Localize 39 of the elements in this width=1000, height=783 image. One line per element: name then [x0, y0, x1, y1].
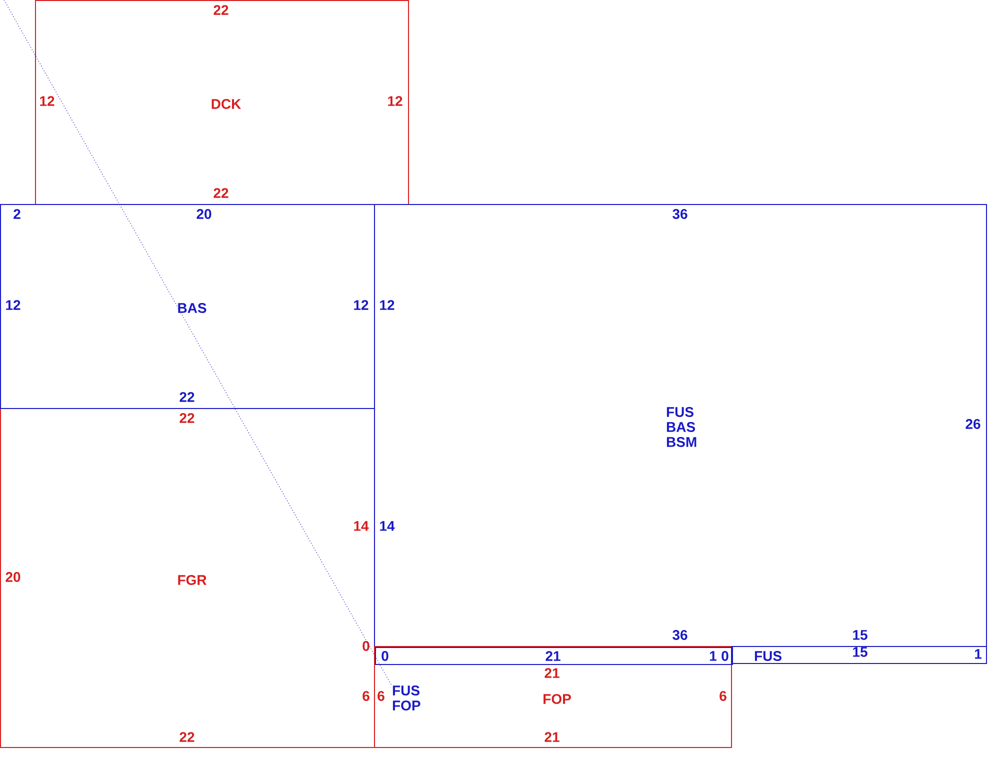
dimension-label: 12: [6, 300, 20, 310]
dimension-label: 2: [14, 209, 20, 219]
dimension-label: 1: [975, 649, 982, 659]
dimension-label: 1: [710, 651, 717, 661]
dimension-label: 12: [354, 300, 368, 310]
building-label: DCK: [212, 99, 242, 109]
building-label: FUS: [754, 651, 782, 661]
building-label: BAS: [178, 303, 206, 313]
building-label: FOP: [544, 694, 571, 704]
dimension-label: 22: [180, 392, 194, 402]
dimension-label: 12: [40, 96, 54, 106]
dimension-label: 21: [544, 668, 560, 678]
dimension-label: 14: [380, 521, 395, 531]
dimension-label: 36: [672, 209, 688, 219]
dimension-label: 21: [546, 651, 560, 661]
dimension-label: 15: [853, 647, 868, 657]
dimension-label: 12: [388, 96, 402, 106]
dimension-label: 6: [362, 691, 370, 701]
dimension-label: 0: [382, 651, 388, 661]
dimension-label: 0: [722, 651, 728, 661]
dimension-label: 12: [380, 300, 394, 310]
dimension-label: 6: [378, 691, 384, 701]
dimension-label: 22: [180, 413, 194, 423]
dimension-label: 22: [180, 732, 194, 742]
dimension-label: 26: [966, 419, 980, 429]
dimension-label: 21: [544, 732, 560, 742]
dimension-label: 6: [720, 691, 726, 701]
dimension-label: 22: [214, 5, 228, 15]
dimension-label: 22: [214, 188, 228, 198]
dimension-label: 15: [853, 630, 868, 640]
dimension-label: 20: [6, 572, 20, 582]
dimension-label: 14: [354, 521, 369, 531]
dimension-label: 36: [672, 630, 688, 640]
building-label: FUS BAS BSM: [666, 407, 696, 447]
dimension-label: 0: [362, 641, 370, 651]
building-label: FGR: [178, 575, 206, 585]
dimension-label: 20: [196, 209, 212, 219]
building-label: FUS FOP: [392, 686, 420, 710]
leader-line: [4, 0, 392, 686]
